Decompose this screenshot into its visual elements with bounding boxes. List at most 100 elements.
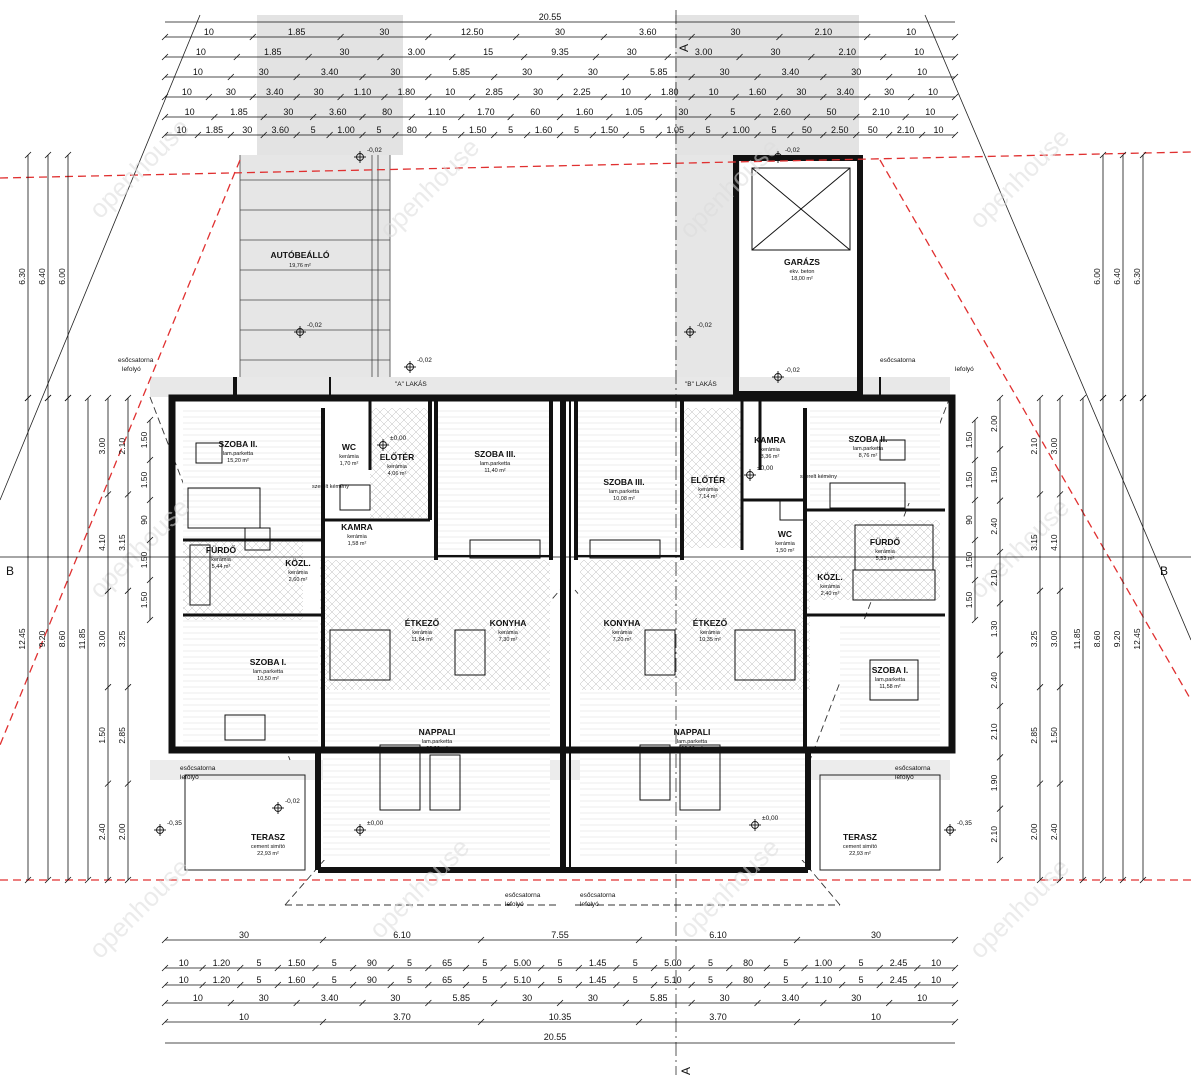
top-dim-chain-label: 1.80 (661, 87, 679, 97)
bottom-dim-chain-label: 5 (257, 958, 262, 968)
downpipe-label: lefolyó (580, 901, 599, 908)
room-area: 1,58 m² (348, 541, 367, 547)
top-dim-chain-tick (556, 113, 564, 121)
inner-dim-chain-tick (971, 496, 979, 504)
bottom-dim-chain-label: 10 (871, 1012, 881, 1022)
bottom-dim-chain-label: 10 (193, 993, 203, 1003)
top-dim-chain-label: 30 (283, 107, 293, 117)
room-name: WC (778, 529, 792, 539)
left-dim-chain-label: 3.15 (117, 534, 127, 551)
mid-dim-chain-tick (951, 936, 959, 944)
top-dim-chain-label: 2.50 (831, 125, 849, 135)
inner-dim-chain-label: 1.50 (964, 591, 974, 608)
room-area: 5,44 m² (212, 564, 231, 570)
top-dim-chain-label: 10 (176, 125, 186, 135)
top-dim-chain-label: 30 (720, 67, 730, 77)
gutter-label: esőcsatorna (580, 892, 616, 899)
walls (168, 377, 956, 873)
top-dim-chain-label: 10 (917, 67, 927, 77)
mid-dim-chain-tick (793, 936, 801, 944)
bottom-dim-chain-tick (425, 964, 432, 972)
left-dim-chain-tick (124, 394, 132, 402)
right-dim-chain-tick (1036, 394, 1044, 402)
top-dim-chain-tick (309, 113, 317, 121)
top-dim-chain-label: 80 (407, 125, 417, 135)
inner-dim-chain-label: 2.10 (989, 826, 999, 843)
room-floor: kerámia (875, 549, 896, 555)
room-area: 19,76 m² (289, 263, 311, 269)
right-dim-chain-tick (1119, 151, 1127, 159)
bottom-dim-chain-tick (199, 964, 206, 972)
inner-dim-chain-label: 1.50 (964, 551, 974, 568)
bottom-dim-chain-tick (838, 964, 846, 972)
room-floor: lam.parketta (677, 739, 708, 745)
right-dim-chain-tick (1099, 876, 1107, 884)
right-dim-chain-tick (1056, 780, 1064, 787)
right-dim-chain-tick (1056, 683, 1064, 691)
top-dim-chain-label: 10 (182, 87, 192, 97)
left-dim-chain-label: 6.40 (37, 268, 47, 285)
level-markers: -0,02-0,02-0,02-0,02-0,02-0,02-0,02-0,35… (154, 147, 972, 836)
section-b-right: B (1160, 564, 1168, 578)
svg-text:openhouse: openhouse (83, 852, 195, 964)
mid-dim-chain-tick (477, 936, 485, 944)
inner-dim-chain-label: 90 (964, 515, 974, 525)
bottom-dim-chain-label: 3.70 (393, 1012, 411, 1022)
mid-dim-chain-label: 6.10 (709, 930, 727, 940)
room-floor: lam.parketta (853, 446, 884, 452)
room-floor: kerámia (498, 630, 519, 636)
room-name: SZOBA II. (219, 439, 258, 449)
apartment-a-label: "A" LAKÁS (395, 379, 427, 388)
bottom-dim-chain-tick (425, 981, 432, 989)
top-dim-chain-tick (359, 113, 366, 121)
room-floor: kerámia (211, 557, 232, 563)
top-dim-chain-label: 1.60 (576, 107, 594, 117)
top-dim-chain-label: 5 (640, 125, 645, 135)
top-dim-chain-label: 5.85 (452, 67, 470, 77)
bottom-dim-chain-tick (312, 981, 319, 989)
bottom-dim-chain-label: 65 (442, 975, 452, 985)
top-dim-chain-tick (600, 93, 608, 101)
top-dim-chain-tick (211, 113, 218, 121)
room-area: 7,30 m² (499, 637, 518, 643)
inner-dim-chain-tick (996, 600, 1004, 607)
room-floor: lam.parketta (422, 739, 453, 745)
bottom-dim-chain-tick (462, 981, 470, 989)
room-area: 10,35 m² (699, 637, 721, 643)
top-dim-chain-label: 2.60 (773, 107, 791, 117)
inner-dim-chain-label: 2.40 (989, 518, 999, 535)
level-marker-value: -0,02 (367, 147, 382, 154)
top-dim-chain-label: 9.35 (551, 47, 569, 57)
top-dim-chain-tick (688, 131, 695, 139)
right-dim-chain-tick (1056, 587, 1064, 595)
right-dim-chain-tick (1036, 876, 1044, 884)
top-dim-chain-label: 3.60 (329, 107, 347, 117)
bottom-dim-chain-tick (951, 999, 959, 1007)
inner-dim-chain-tick (996, 394, 1004, 402)
top-dim-chain-tick (754, 73, 761, 81)
section-marks: B B A A (0, 10, 1191, 1075)
top-dim-chain-tick (592, 53, 600, 61)
inner-dim-chain-tick (146, 536, 154, 544)
top-dim-chain-tick (655, 131, 663, 139)
bottom-dim-chain-label: 5.85 (650, 993, 668, 1003)
left-dim-chain-tick (104, 780, 112, 787)
room-name: KAMRA (754, 435, 786, 445)
top-dim-chain-tick (490, 73, 498, 81)
bottom-dim-chain-label: 10 (931, 958, 941, 968)
bottom-dim-chain-label: 5 (633, 958, 638, 968)
bottom-dim-chain-tick (885, 999, 893, 1007)
top-dim-chain-tick (233, 53, 241, 61)
bottom-dim-chain-label: 5 (858, 975, 863, 985)
top-dim-chain-tick (468, 93, 476, 101)
left-dim-chain-label: 2.00 (117, 823, 127, 840)
mid-dim-chain-label: 7.55 (551, 930, 569, 940)
bottom-dim-chain-tick (161, 981, 169, 989)
room-area: 4,06 m² (388, 471, 407, 477)
